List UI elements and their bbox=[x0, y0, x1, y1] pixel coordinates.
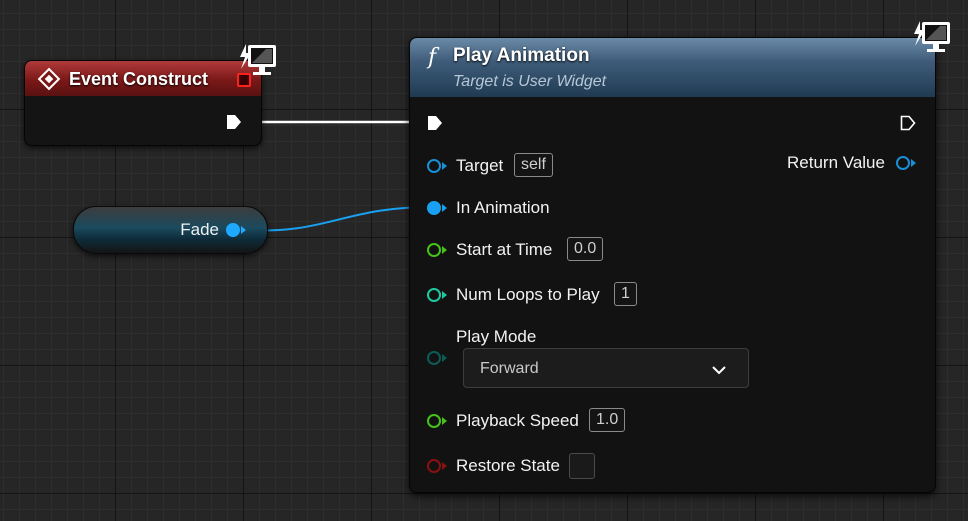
pin-arrow-icon bbox=[442, 246, 447, 254]
client-only-monitor-icon bbox=[910, 18, 954, 58]
function-node-subtitle: Target is User Widget bbox=[453, 73, 607, 90]
play-animation-node[interactable]: f Play Animation Target is User Widget T… bbox=[409, 37, 936, 493]
target-value: self bbox=[514, 153, 553, 177]
num-loops-input[interactable]: 1 bbox=[614, 282, 637, 306]
pin-arrow-icon bbox=[911, 159, 916, 167]
event-node-title: Event Construct bbox=[69, 69, 209, 89]
pin-arrow-icon bbox=[442, 354, 447, 362]
playback-speed-label: Playback Speed bbox=[456, 411, 579, 430]
pin-arrow-icon bbox=[442, 204, 447, 212]
delegate-pin[interactable] bbox=[237, 73, 251, 87]
start-at-time-label: Start at Time bbox=[456, 240, 553, 259]
play-mode-dropdown[interactable]: Forward bbox=[463, 348, 749, 388]
start-at-time-input[interactable]: 0.0 bbox=[567, 237, 604, 261]
function-node-header: f Play Animation Target is User Widget bbox=[410, 38, 935, 97]
pin-arrow-icon bbox=[241, 226, 246, 234]
pin-arrow-icon bbox=[442, 162, 447, 170]
in-animation-pin[interactable] bbox=[427, 201, 441, 215]
event-diamond-icon bbox=[37, 67, 61, 91]
exec-out-pin[interactable] bbox=[899, 114, 917, 132]
restore-state-label: Restore State bbox=[456, 456, 560, 475]
function-icon: f bbox=[428, 45, 437, 70]
playback-speed-pin[interactable] bbox=[427, 414, 441, 428]
exec-in-pin[interactable] bbox=[426, 114, 444, 132]
start-at-time-pin[interactable] bbox=[427, 243, 441, 257]
target-pin[interactable] bbox=[427, 159, 441, 173]
play-mode-selected: Forward bbox=[480, 360, 539, 377]
in-animation-label: In Animation bbox=[456, 198, 550, 217]
fade-variable-node[interactable]: Fade bbox=[73, 206, 268, 254]
playback-speed-input[interactable]: 1.0 bbox=[589, 408, 626, 432]
return-value-pin[interactable] bbox=[896, 156, 910, 170]
play-mode-label: Play Mode bbox=[456, 327, 537, 346]
pin-arrow-icon bbox=[442, 462, 447, 470]
restore-state-pin[interactable] bbox=[427, 459, 441, 473]
num-loops-label: Num Loops to Play bbox=[456, 285, 600, 304]
variable-label: Fade bbox=[180, 220, 219, 239]
play-mode-pin[interactable] bbox=[427, 351, 441, 365]
event-construct-node[interactable]: Event Construct bbox=[24, 60, 262, 146]
pin-arrow-icon bbox=[442, 291, 447, 299]
num-loops-pin[interactable] bbox=[427, 288, 441, 302]
event-exec-out-pin[interactable] bbox=[225, 113, 243, 131]
client-only-monitor-icon bbox=[236, 41, 280, 81]
function-node-title: Play Animation bbox=[453, 45, 590, 66]
data-wire-fade bbox=[239, 206, 434, 232]
fade-output-pin[interactable] bbox=[226, 223, 240, 237]
chevron-down-icon bbox=[712, 362, 726, 380]
restore-state-checkbox[interactable] bbox=[569, 453, 595, 479]
event-node-header: Event Construct bbox=[25, 61, 261, 96]
target-label: Target bbox=[456, 156, 504, 175]
return-value-label: Return Value bbox=[787, 153, 885, 172]
pin-arrow-icon bbox=[442, 417, 447, 425]
